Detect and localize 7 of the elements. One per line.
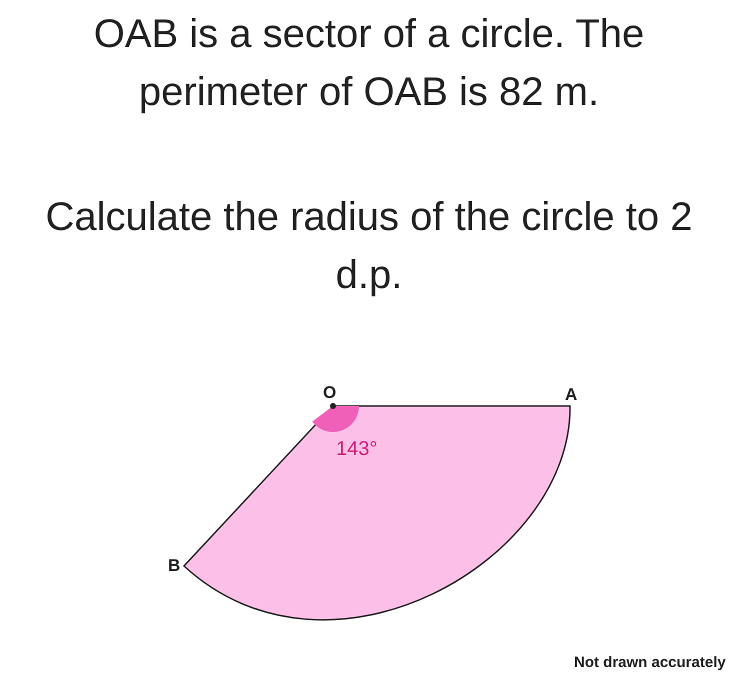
note-text: Not drawn accurately	[574, 654, 726, 672]
angle-label: 143°	[336, 437, 378, 461]
point-label: B	[168, 556, 180, 576]
point-label: O	[323, 383, 336, 404]
point-label: A	[565, 385, 578, 406]
question-text: OAB is a sector of a circle. The perimeter of OAB is 82 m.	[92, 11, 646, 116]
instruction-text: Calculate the radius of the circle to 2 d.p.	[44, 194, 694, 299]
